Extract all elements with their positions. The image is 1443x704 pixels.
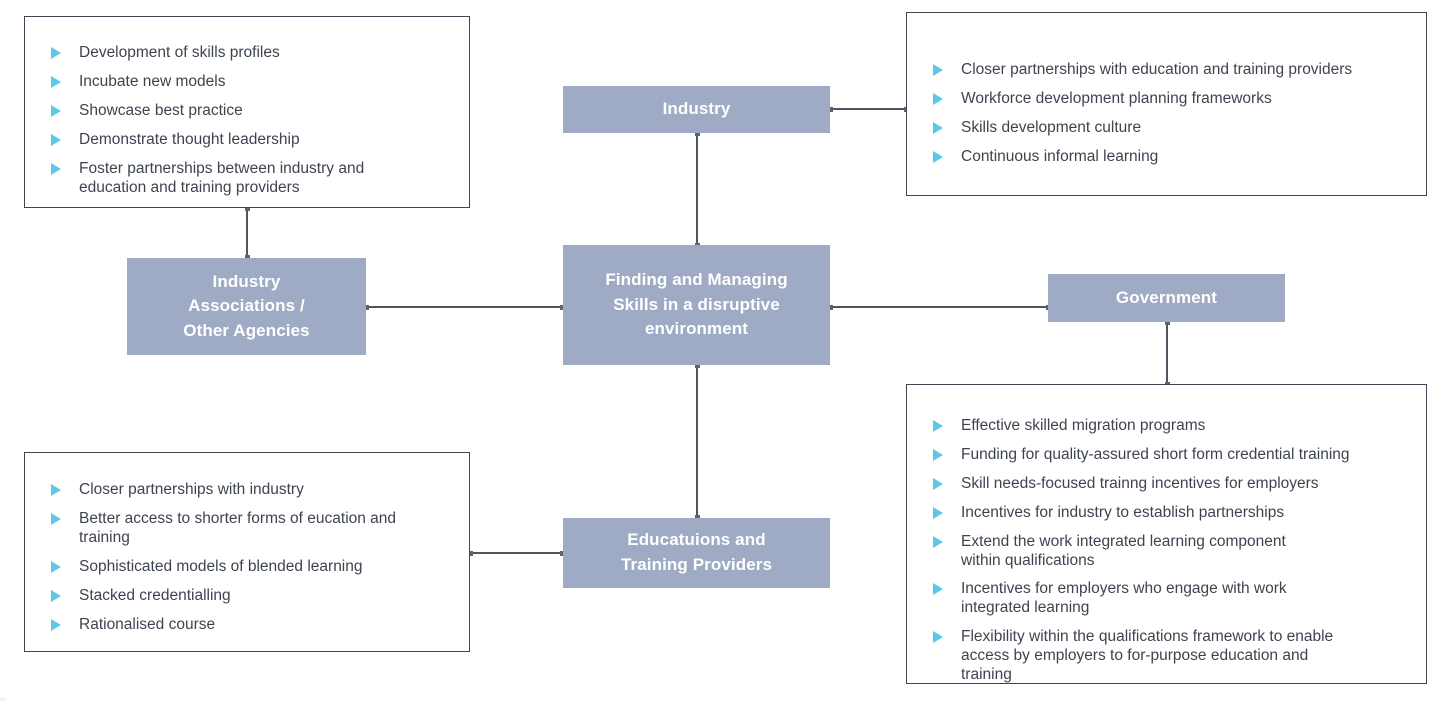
triangle-right-icon — [51, 589, 61, 602]
triangle-right-icon — [51, 133, 61, 146]
list-item: Development of skills profiles — [51, 44, 437, 63]
list-item: Workforce development planning framework… — [933, 90, 1406, 109]
triangle-right-icon — [933, 92, 943, 105]
node-industry-label: Industry — [662, 99, 731, 119]
government-actions-list: Effective skilled migration programs Fun… — [933, 417, 1402, 685]
industry-actions-list: Closer partnerships with education and t… — [933, 61, 1406, 167]
list-item: Effective skilled migration programs — [933, 417, 1402, 436]
panel-industry-actions: Closer partnerships with education and t… — [906, 12, 1427, 196]
triangle-right-icon — [51, 162, 61, 175]
list-item: Extend the work integrated learning comp… — [933, 533, 1402, 571]
node-education-training-providers[interactable]: Educatuions and Training Providers — [563, 518, 830, 588]
node-education-providers-label: Educatuions and Training Providers — [620, 530, 773, 574]
list-item: Incubate new models — [51, 73, 437, 92]
connector-cap — [828, 304, 833, 310]
connector-assoc-node-to-center — [366, 306, 564, 308]
list-item: Incentives for industry to establish par… — [933, 504, 1402, 523]
connector-cap — [468, 550, 473, 556]
node-center-finding-managing-skills[interactable]: Finding and Managing Skills in a disrupt… — [563, 245, 830, 365]
connector-industry-node-to-center — [696, 133, 698, 246]
corner-artifact — [0, 697, 6, 701]
node-industry-associations[interactable]: Industry Associations / Other Agencies — [127, 258, 366, 355]
panel-industry-associations-actions: Development of skills profiles Incubate … — [24, 16, 470, 208]
connector-government-node-to-government-actions — [1166, 322, 1168, 385]
triangle-right-icon — [933, 583, 943, 596]
list-item: Closer partnerships with industry — [51, 481, 445, 500]
connector-cap — [560, 550, 565, 556]
triangle-right-icon — [51, 618, 61, 631]
list-item: Stacked credentialling — [51, 587, 445, 606]
triangle-right-icon — [51, 512, 61, 525]
node-center-label: Finding and Managing Skills in a disrupt… — [605, 270, 788, 339]
connector-education-actions-to-education-node — [470, 552, 564, 554]
education-provider-actions-list: Closer partnerships with industry Better… — [51, 481, 445, 634]
triangle-right-icon — [933, 150, 943, 163]
connector-center-to-education-node — [696, 365, 698, 518]
connector-cap — [244, 255, 250, 260]
list-item: Skill needs-focused trainng incentives f… — [933, 475, 1402, 494]
industry-associations-actions-list: Development of skills profiles Incubate … — [51, 44, 437, 197]
list-item: Sophisticated models of blended learning — [51, 558, 445, 577]
panel-education-provider-actions: Closer partnerships with industry Better… — [24, 452, 470, 652]
triangle-right-icon — [933, 477, 943, 490]
list-item: Rationalised course — [51, 616, 445, 635]
node-government-label: Government — [1115, 287, 1218, 307]
panel-government-actions: Effective skilled migration programs Fun… — [906, 384, 1427, 684]
triangle-right-icon — [51, 47, 61, 59]
connector-cap — [244, 206, 250, 211]
node-government[interactable]: Government — [1048, 274, 1285, 322]
triangle-right-icon — [933, 631, 943, 644]
triangle-right-icon — [933, 535, 943, 548]
triangle-right-icon — [51, 104, 61, 117]
connector-cap — [364, 304, 369, 310]
connector-cap — [694, 131, 700, 136]
list-item: Incentives for employers who engage with… — [933, 580, 1402, 618]
connector-cap — [1164, 320, 1170, 325]
triangle-right-icon — [933, 448, 943, 461]
connector-cap — [560, 304, 565, 310]
list-item: Foster partnerships between industry and… — [51, 160, 437, 198]
list-item: Demonstrate thought leadership — [51, 131, 437, 150]
triangle-right-icon — [933, 506, 943, 519]
list-item: Closer partnerships with education and t… — [933, 61, 1406, 80]
triangle-right-icon — [51, 484, 61, 496]
list-item: Funding for quality-assured short form c… — [933, 446, 1402, 465]
list-item: Flexibility within the qualifications fr… — [933, 628, 1402, 685]
triangle-right-icon — [51, 560, 61, 573]
connector-assoc-actions-to-assoc-node — [246, 208, 248, 258]
list-item: Skills development culture — [933, 119, 1406, 138]
node-industry[interactable]: Industry — [563, 86, 830, 133]
node-industry-associations-label: Industry Associations / Other Agencies — [183, 271, 310, 340]
connector-industry-node-to-industry-actions — [830, 108, 908, 110]
connector-cap — [694, 363, 700, 368]
triangle-right-icon — [51, 75, 61, 88]
list-item: Continuous informal learning — [933, 148, 1406, 167]
connector-cap — [828, 106, 833, 112]
list-item: Showcase best practice — [51, 102, 437, 121]
connector-center-to-government-node — [830, 306, 1050, 308]
triangle-right-icon — [933, 64, 943, 76]
list-item: Better access to shorter forms of eucati… — [51, 510, 445, 548]
triangle-right-icon — [933, 420, 943, 432]
triangle-right-icon — [933, 121, 943, 134]
connector-cap — [694, 515, 700, 520]
